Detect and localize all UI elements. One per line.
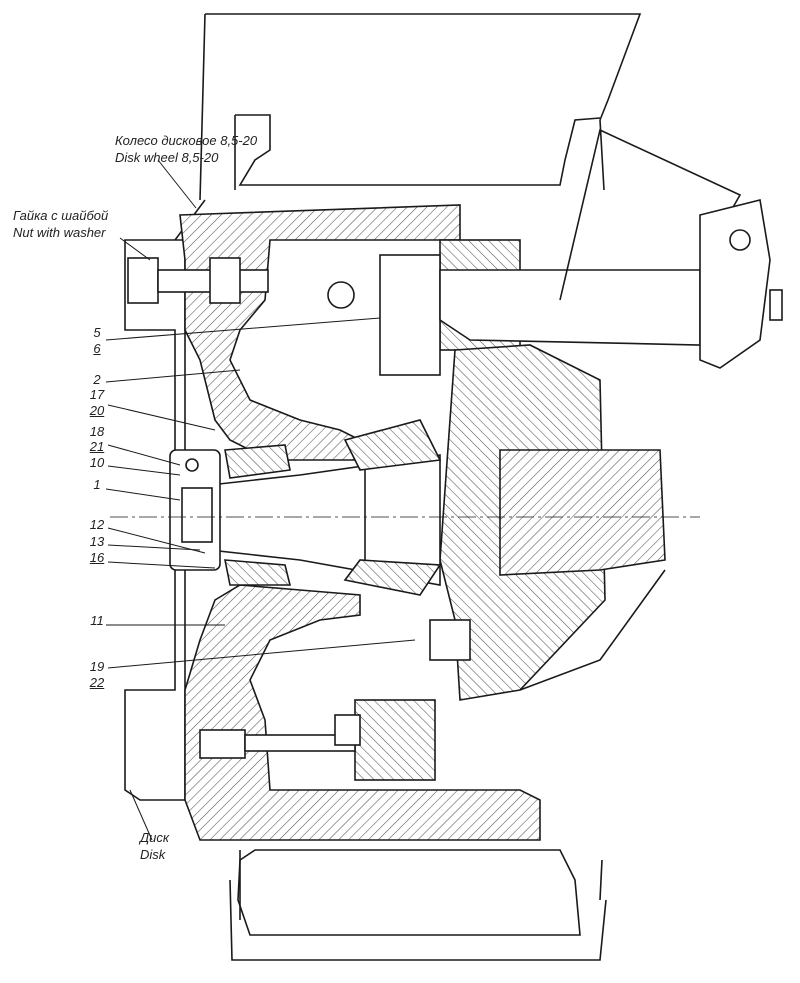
callout-19: 19 <box>89 659 105 674</box>
callout-22: 22 <box>89 675 105 690</box>
hub-cap <box>169 449 221 571</box>
inner-bearing-bottom <box>343 559 442 596</box>
callout-12: 12 <box>89 517 105 532</box>
callout-17: 17 <box>89 387 105 402</box>
caption-nut-en: Nut with washer <box>13 225 106 240</box>
caption-wheel-ru: Колесо дисковое 8,5-20 <box>115 133 258 148</box>
wheel-bolt-bottom <box>199 729 356 759</box>
caption-nut-ru: Гайка с шайбой <box>13 208 109 223</box>
callout-6: 6 <box>93 341 101 356</box>
steering-knuckle <box>439 344 666 701</box>
callout-2: 2 <box>93 372 101 387</box>
tire-outline <box>199 13 642 961</box>
wheel-bolt-top <box>127 257 269 304</box>
outer-bearing-top <box>224 444 291 479</box>
callout-16: 16 <box>89 550 105 565</box>
callout-21: 21 <box>89 439 105 454</box>
callout-11: 11 <box>90 613 104 628</box>
outer-bearing-bottom <box>224 559 292 586</box>
caption-disk-ru: Диск <box>140 830 170 845</box>
callout-20: 20 <box>89 403 105 418</box>
hub-housing <box>179 204 461 461</box>
lower-housing-block <box>354 699 436 781</box>
leader-lines <box>105 159 416 841</box>
caption-disk-en: Disk <box>140 847 166 862</box>
callout-10: 10 <box>89 455 105 470</box>
brake-assembly-bolts <box>327 254 471 746</box>
brake-lever-arm <box>439 128 783 369</box>
callout-1: 1 <box>93 477 101 492</box>
callout-18: 18 <box>89 424 105 439</box>
caption-wheel-en: Disk wheel 8,5-20 <box>115 150 219 165</box>
callout-13: 13 <box>89 534 105 549</box>
disk-wheel-rim <box>234 114 601 936</box>
hub-housing-lower <box>184 584 541 841</box>
inner-bearing-top <box>343 419 442 471</box>
callout-5: 5 <box>93 325 101 340</box>
